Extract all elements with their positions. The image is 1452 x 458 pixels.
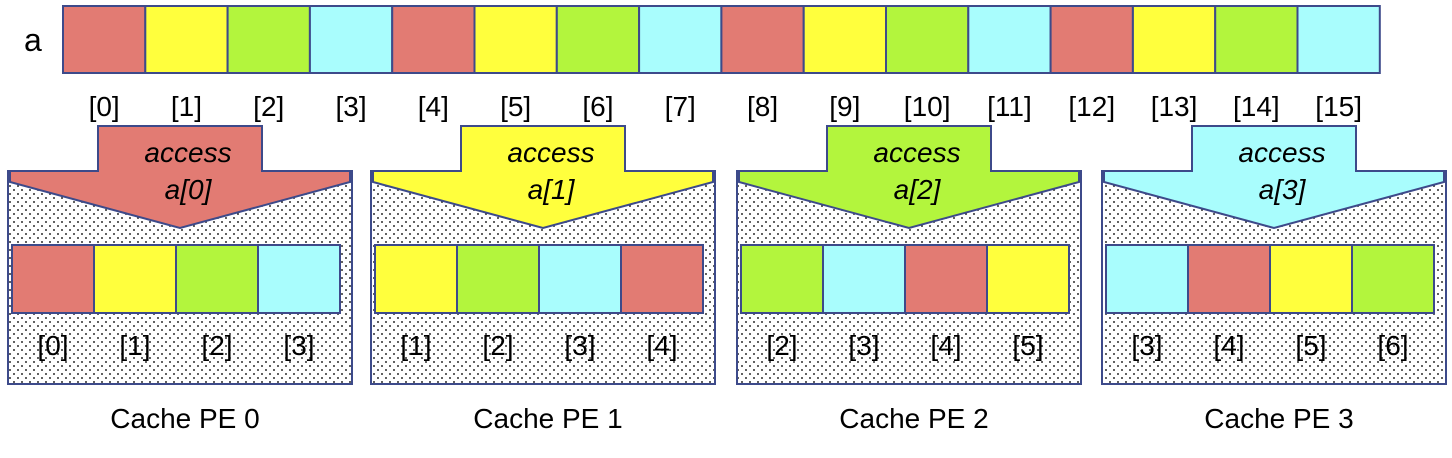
- access-arrow: [738, 125, 1080, 230]
- access-arrow: [372, 125, 714, 230]
- cache-cell-index-label: [0]: [37, 330, 68, 361]
- array-index-label: [13]: [1151, 91, 1198, 122]
- cache-cell-index-label: [3]: [1131, 330, 1162, 361]
- cache-cell-index-label: [6]: [1377, 330, 1408, 361]
- array-index-label: [10]: [904, 91, 951, 122]
- access-target-label: a[0]: [165, 174, 213, 205]
- cache-cell-index-label: [2]: [766, 330, 797, 361]
- cache-title: Cache PE 3: [1204, 403, 1353, 434]
- array-index-label: [12]: [1068, 91, 1115, 122]
- access-target-label: a[3]: [1259, 174, 1307, 205]
- array-index-label: [7]: [665, 91, 696, 122]
- cache-title: Cache PE 0: [110, 403, 259, 434]
- cache-cell: [1187, 244, 1271, 314]
- array-index-label: [9]: [829, 91, 860, 122]
- cache-cell-index-label: [2]: [482, 330, 513, 361]
- cache-cell-index-label: [5]: [1012, 330, 1043, 361]
- array-row: [62, 5, 1381, 74]
- array-index-label: [1]: [171, 91, 202, 122]
- array-index-label: [8]: [747, 91, 778, 122]
- array-cell: [308, 5, 394, 74]
- cache-cell: [1269, 244, 1353, 314]
- array-cell: [1049, 5, 1134, 74]
- array-cell: [802, 5, 888, 74]
- cache-panel-pe-0: access a[0] [0] [1] [2] [3] Cache PE 0: [7, 125, 353, 434]
- cache-cell: [538, 244, 622, 314]
- array-cell: [1296, 5, 1381, 74]
- cache-cell-index-label: [5]: [1295, 330, 1326, 361]
- cache-cell: [93, 244, 177, 314]
- array-cell: [473, 5, 558, 74]
- cache-panels: access a[0] [0] [1] [2] [3] Cache PE 0 access a[…: [7, 125, 1447, 434]
- array-index-label: [14]: [1233, 91, 1280, 122]
- cache-cell-index-label: [3]: [848, 330, 879, 361]
- cache-cell: [1105, 244, 1189, 314]
- cache-cell: [11, 244, 95, 314]
- array-index-label: [11]: [987, 91, 1032, 122]
- cache-cell-index-label: [1]: [119, 330, 150, 361]
- array-index-labels: [0] [1] [2] [3] [4] [5] [6] [7] [8] [9] [10] [11] [1…: [89, 91, 1362, 122]
- array-index-label: [15]: [1315, 91, 1362, 122]
- access-arrow: [9, 125, 351, 230]
- access-label: access: [1238, 137, 1325, 168]
- array-cell: [1214, 5, 1299, 74]
- cache-cell: [620, 244, 704, 314]
- cache-cell: [986, 244, 1070, 314]
- cache-cell: [1351, 244, 1435, 314]
- array-index-label: [4]: [418, 91, 449, 122]
- array-cell: [226, 5, 311, 74]
- array-cell: [1131, 5, 1217, 74]
- access-target-label: a[2]: [894, 174, 942, 205]
- array-cell: [62, 5, 147, 74]
- array-cell: [720, 5, 805, 74]
- access-label: access: [507, 137, 594, 168]
- cache-cell: [740, 244, 824, 314]
- cache-cell: [175, 244, 259, 314]
- array-index-label: [5]: [500, 91, 531, 122]
- array-cell: [638, 5, 723, 74]
- cache-panel-pe-1: access a[1] [1] [2] [3] [4] Cache PE 1: [370, 125, 716, 434]
- access-label: access: [873, 137, 960, 168]
- cache-cell-index-label: [4]: [1213, 330, 1244, 361]
- cache-panel-pe-2: access a[2] [2] [3] [4] [5] Cache PE 2: [736, 125, 1082, 434]
- cache-cell-index-label: [3]: [283, 330, 314, 361]
- cache-panel-pe-3: access a[3] [3] [4] [5] [6] Cache PE 3: [1101, 125, 1447, 434]
- cache-cell-index-label: [1]: [400, 330, 431, 361]
- array-cell: [967, 5, 1052, 74]
- array-index-label: [2]: [253, 91, 284, 122]
- array-cell: [391, 5, 476, 74]
- access-arrow: [1103, 125, 1445, 230]
- cache-cell: [822, 244, 906, 314]
- cache-title: Cache PE 2: [839, 403, 988, 434]
- array-cell: [885, 5, 970, 74]
- cache-cell: [456, 244, 540, 314]
- cache-cell: [257, 244, 341, 314]
- array-cell: [555, 5, 641, 74]
- cache-cell-index-label: [3]: [564, 330, 595, 361]
- array-index-label: [6]: [582, 91, 613, 122]
- cache-cell: [904, 244, 988, 314]
- array-index-label: [0]: [89, 91, 120, 122]
- cache-cell-index-label: [4]: [646, 330, 677, 361]
- cache-title: Cache PE 1: [473, 403, 622, 434]
- cache-cell-index-label: [4]: [930, 330, 961, 361]
- access-target-label: a[1]: [528, 174, 576, 205]
- access-label: access: [144, 137, 231, 168]
- array-name-label: a: [24, 22, 42, 58]
- cache-cell-index-label: [2]: [201, 330, 232, 361]
- array-cell: [144, 5, 229, 74]
- cache-cell: [374, 244, 458, 314]
- array-index-label: [3]: [335, 91, 366, 122]
